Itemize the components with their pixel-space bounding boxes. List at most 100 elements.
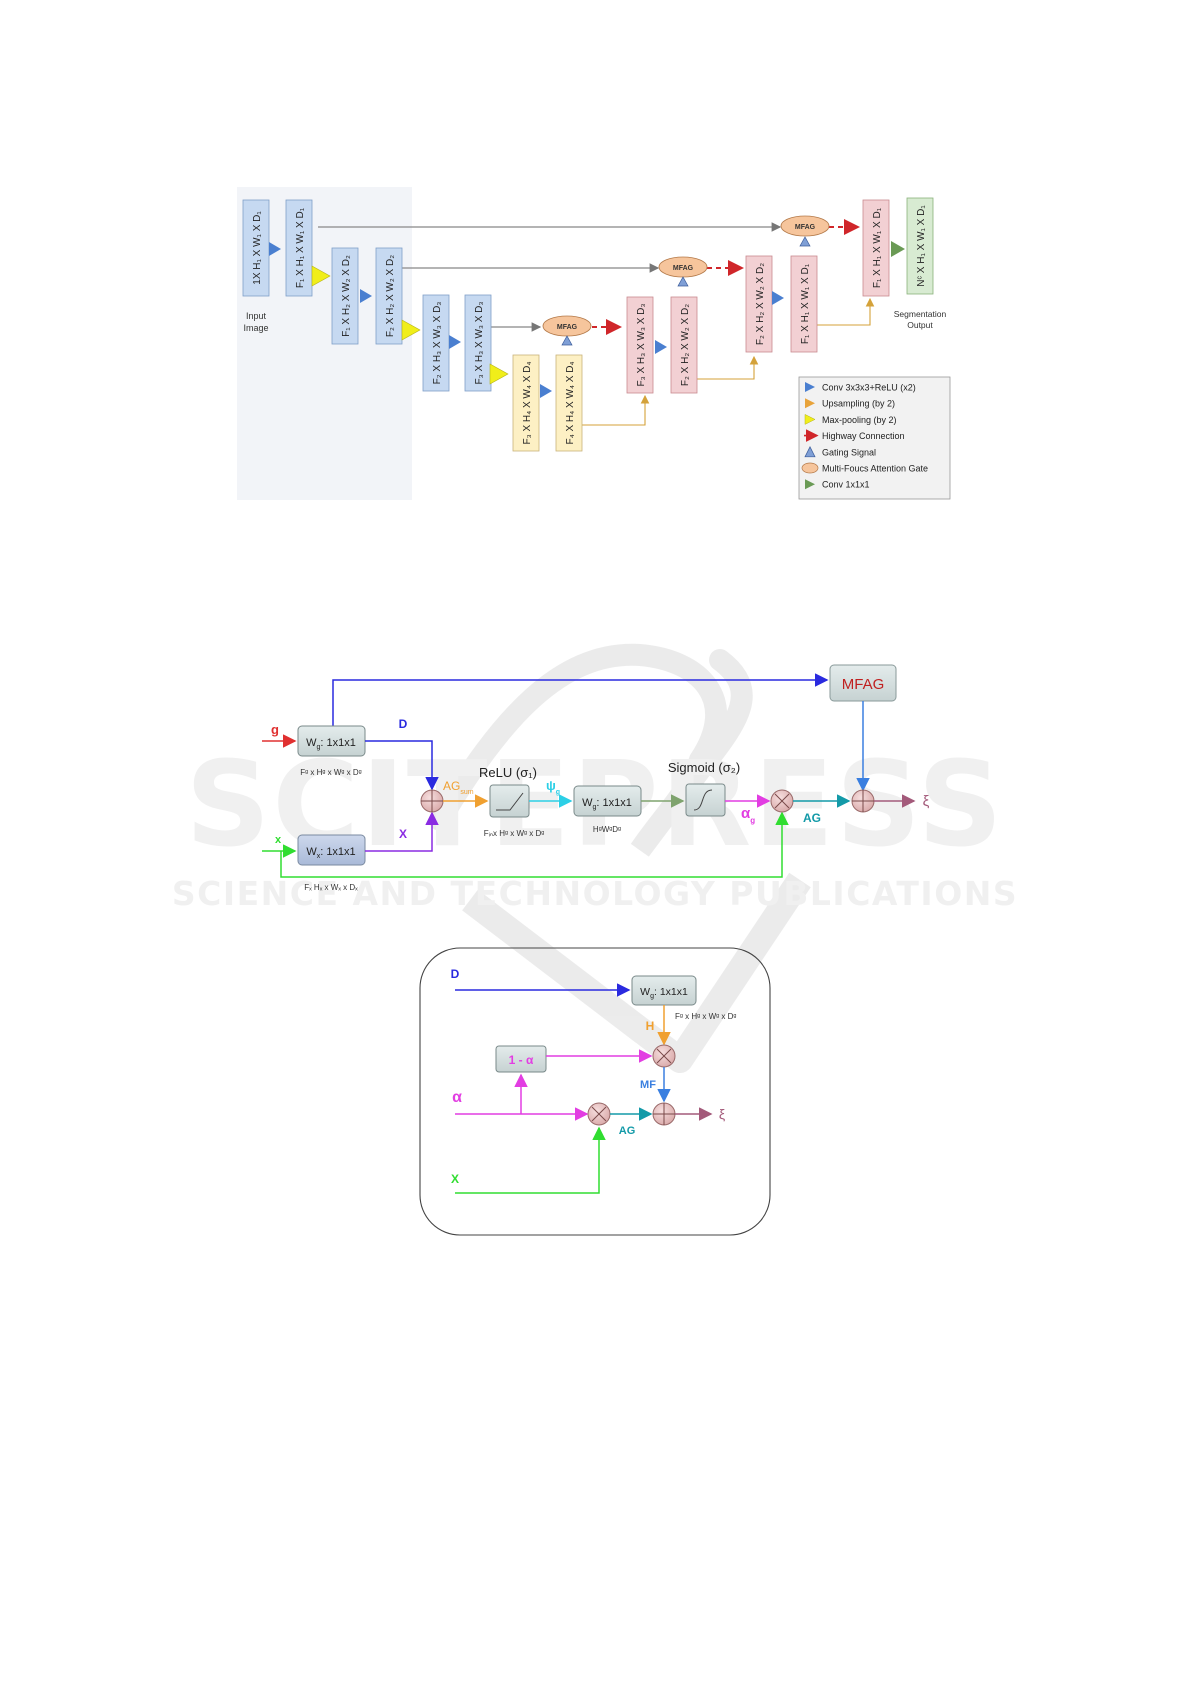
wpsi-dims: HᵍWᵍDᵍ (593, 825, 621, 834)
feature-block-e2b (375, 247, 403, 345)
psi-label: ψg (546, 778, 560, 796)
gating-signal-3 (561, 335, 573, 346)
output-label-line1: Segmentation (894, 309, 947, 319)
one-minus-alpha-label: 1 - α (509, 1053, 534, 1067)
feature-block-label-e4b: F₄ X H₄ X W₄ X D₄ (565, 362, 576, 445)
relu-curve-icon (496, 792, 524, 811)
mfag-detail-figure: D Wg: 1x1x1 Fᵍ x Hᵍ x Wᵍ x Dᵍ H 1 - α α … (419, 947, 771, 1236)
wx-dims: Fₓ Hₓ x Wₓ x Dₓ (304, 883, 358, 892)
output-label-line2: Output (907, 320, 933, 330)
conv-arrow-2 (360, 289, 372, 303)
conv-arrow-3 (449, 335, 461, 349)
feature-block-label-d1: F₁ X H₁ X W₁ X D₁ (872, 207, 883, 288)
gating-line-3 (694, 355, 759, 380)
mf-label: MF (640, 1079, 656, 1091)
feature-block-in (242, 199, 270, 297)
x-transform-line (365, 811, 439, 852)
mf-multiply-node-b (656, 1048, 672, 1064)
mfag-box-label: MFAG (842, 676, 885, 693)
feature-block-d2a (745, 255, 773, 353)
x-label: x (275, 834, 282, 846)
mfag-gate-1-label: MFAG (795, 224, 816, 231)
pool-arrow-2 (401, 319, 421, 341)
x-line-3 (455, 1126, 606, 1194)
wg-box-label: Wg: 1x1x1 (306, 737, 356, 751)
legend-label: Upsampling (by 2) (822, 399, 895, 409)
conv-arrow-4 (540, 384, 552, 398)
legend-orange-triangle-icon (805, 398, 815, 409)
legend-gating-triangle-icon (804, 446, 816, 458)
watermark-v-icon (462, 872, 811, 1073)
multiply-node-b (774, 793, 790, 809)
conv1-arrow-out (891, 241, 905, 257)
ag-sum-label: AGsum (443, 779, 474, 796)
wg-dims-3: Fᵍ x Hᵍ x Wᵍ x Dᵍ (675, 1012, 736, 1021)
feature-block-e4a (512, 354, 540, 452)
legend-label: Max-pooling (by 2) (822, 415, 897, 425)
attention-gate-figure: MFAG g Wg: 1x1x1 Fᵍ x Hᵍ x Wᵍ x Dᵍ D x W… (262, 664, 930, 892)
sigmoid-label: Sigmoid (σ₂) (668, 760, 740, 775)
ag-label-3: AG (619, 1125, 636, 1137)
d-bypass-line (332, 673, 829, 728)
mfag-gate-3-label: MFAG (557, 324, 578, 331)
feature-block-e3a (422, 294, 450, 392)
legend-blue-triangle-icon (805, 382, 815, 392)
watermark-logo-icon (429, 643, 753, 857)
gating-signal-2 (677, 276, 689, 287)
ag-label: AG (803, 811, 821, 825)
pool-arrow-1 (311, 265, 331, 287)
feature-block-d3a (626, 296, 654, 394)
wpsi-box-label: Wg: 1x1x1 (582, 797, 632, 811)
alpha-g-label: αg (741, 805, 755, 825)
legend-label: Conv 1x1x1 (822, 480, 870, 490)
feature-block-e1 (285, 199, 313, 297)
feature-block-label-e3a: F₂ X H₃ X W₃ X D₃ (432, 302, 443, 385)
xi-label-3: ξ (719, 1106, 725, 1122)
conv-arrow-d3 (655, 340, 667, 354)
feature-block-d1 (862, 199, 890, 297)
mfag-gate-1 (780, 215, 830, 237)
feature-block-e3b (464, 294, 492, 392)
legend-yellow-triangle-icon (804, 413, 816, 425)
feature-block-e2a (331, 247, 359, 345)
feature-block-label-out: Nᶜ X H₁ X W₁ X D₁ (916, 205, 927, 287)
watermark-subtitle: SCIENCE AND TECHNOLOGY PUBLICATIONS (172, 874, 1018, 913)
legend-label: Conv 3x3x3+ReLU (x2) (822, 383, 916, 393)
wx-box-label: Wx: 1x1x1 (306, 846, 355, 860)
feature-block-label-e3b: F₃ X H₃ X W₃ X D₃ (474, 302, 485, 385)
x-bypass-line (280, 811, 789, 878)
feature-block-label-d3a: F₃ X H₃ X W₃ X D₃ (636, 304, 647, 387)
feature-block-label-d3b: F₂ X H₂ X W₂ X D₂ (680, 304, 691, 386)
input-label-line1: Input (246, 311, 267, 321)
sigmoid-box (685, 783, 726, 817)
d-label-3: D (451, 967, 460, 981)
sigmoid-curve-icon (693, 789, 713, 811)
xi-label: ξ (923, 793, 930, 810)
conv-arrow-in (269, 242, 281, 256)
d-label: D (399, 717, 408, 731)
conv-arrow-d2 (772, 291, 784, 305)
wx-box (297, 834, 366, 866)
feature-block-label-e1: F₁ X H₁ X W₁ X D₁ (295, 207, 306, 288)
gating-line-4 (580, 394, 650, 426)
mfag-gate-2-label: MFAG (673, 265, 694, 272)
g-label: g (271, 722, 279, 737)
feature-block-out (906, 197, 934, 295)
gating-line-2 (814, 297, 875, 326)
feature-block-d3b (670, 296, 698, 394)
legend: Conv 3x3x3+ReLU (x2) Upsampling (by 2) Max… (801, 382, 928, 490)
legend-green-triangle-icon (805, 479, 815, 490)
legend-box (798, 376, 951, 500)
legend-orange-ellipse-icon (801, 462, 819, 474)
mfag-detail-frame (419, 947, 771, 1236)
ag-multiply-node-b (591, 1106, 607, 1122)
alpha-label-3: α (452, 1089, 462, 1106)
x-transform-label: X (399, 827, 407, 841)
one-minus-alpha-box (495, 1045, 547, 1073)
d-line (365, 740, 439, 791)
feature-block-label-in: 1X H₁ X W₁ X D₁ (252, 211, 263, 285)
legend-label: Gating Signal (822, 447, 876, 457)
feature-block-label-d2a: F₂ X H₂ X W₂ X D₂ (755, 263, 766, 345)
